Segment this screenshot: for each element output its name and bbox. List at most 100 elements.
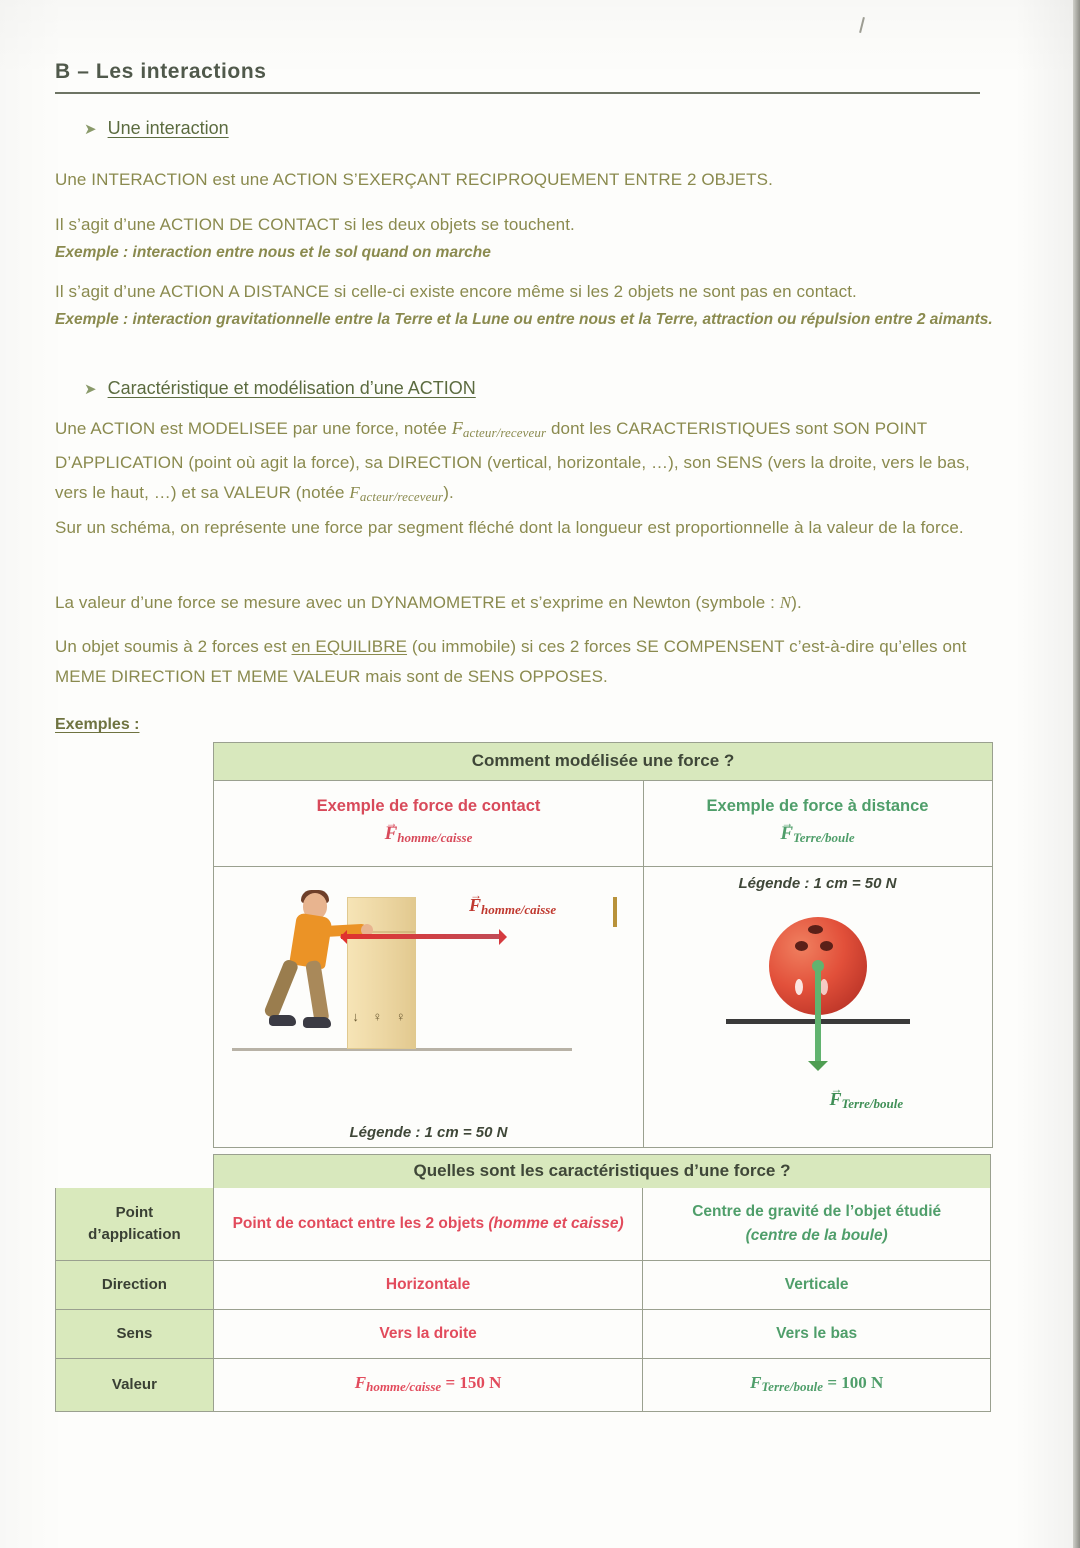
column-header-distance: Exemple de force à distance →FTerre/boul… — [644, 781, 991, 866]
row-label-sens: Sens — [56, 1310, 214, 1358]
force-vector-symbol: →F — [829, 1082, 843, 1109]
ground-line — [232, 1048, 572, 1051]
force-characteristics-table: Quelles sont les caractéristiques d’une … — [55, 1154, 991, 1412]
cell-left-sens: Vers la droite — [214, 1310, 644, 1358]
row-label-text: Sens — [116, 1325, 153, 1342]
cell-italic-note: (centre de la boule) — [745, 1227, 888, 1244]
force-value: = 150 N — [441, 1373, 502, 1392]
box-seam — [348, 931, 415, 933]
cardboard-box-icon: ↓ ♀ ♀ — [347, 897, 416, 1049]
bullet-label: Caractéristique et modélisation d’une AC… — [107, 378, 476, 398]
cell-left-direction: Horizontale — [214, 1261, 644, 1309]
arrow-head — [807, 1061, 828, 1081]
row-label-text: Point d’application — [88, 1204, 181, 1243]
arrow-shaft — [341, 934, 499, 939]
cell-text: Fhomme/caisse = 150 N — [355, 1371, 502, 1399]
force-subscript: Terre/boule — [841, 1096, 904, 1111]
arrow-label-fhomme-caisse: →Fhomme/caisse — [469, 888, 557, 918]
arrow-head — [499, 929, 515, 945]
force-vector-symbol: →F — [780, 816, 794, 844]
newton-symbol: N — [779, 593, 792, 612]
scale-tick-mark — [613, 897, 617, 927]
text-fragment: ). — [791, 593, 802, 612]
legend-right: Légende : 1 cm = 50 N — [738, 875, 897, 892]
page-right-edge-shadow — [1073, 0, 1080, 1548]
row-label-valeur: Valeur — [56, 1359, 214, 1411]
vector-arrow-icon: → — [385, 816, 398, 830]
table-header-bottom-wrap: Quelles sont les caractéristiques d’une … — [213, 1154, 991, 1188]
table-row: Direction Horizontale Verticale — [55, 1261, 991, 1310]
bullet-arrow-icon: ➤ — [84, 381, 97, 398]
row-label-text: Direction — [101, 1276, 167, 1293]
force-vector-symbol: →F — [469, 888, 482, 915]
legend-left: Légende : 1 cm = 50 N — [349, 1124, 508, 1141]
bullet-arrow-icon: ➤ — [84, 121, 97, 138]
cell-right-sens: Vers le bas — [776, 1325, 858, 1342]
row-label-text: Valeur — [111, 1376, 157, 1393]
bullet-label: Une interaction — [107, 118, 229, 138]
table-row: Point d’application Point de contact ent… — [55, 1188, 991, 1261]
cell-text: FTerre/boule = 100 N — [750, 1371, 883, 1399]
man-leg-front — [305, 959, 330, 1024]
column-header-contact-force: →Fhomme/caisse — [222, 816, 635, 846]
force-subscript: Terre/boule — [793, 830, 855, 845]
force-value: = 100 N — [823, 1373, 884, 1392]
man-hand — [361, 924, 373, 936]
text-fragment: ). — [443, 483, 454, 502]
table-header-comment-modelisee: Comment modélisée une force ? — [214, 743, 992, 781]
table-row: Sens Vers la droite Vers le bas — [55, 1310, 991, 1359]
scene-contact-force: ↓ ♀ ♀ — [214, 867, 643, 1089]
cell-text: Centre de gravité de l’objet étudié — [692, 1203, 942, 1220]
paragraph-action-contact: Il s’agit d’une ACTION DE CONTACT si les… — [55, 215, 575, 234]
illustration-man-pushing-box: ↓ ♀ ♀ — [214, 867, 644, 1147]
text-fragment: dont les CARACTERISTIQUES sont SON POINT… — [55, 419, 970, 502]
cell-left-point-application: Point de contact entre les 2 objets (hom… — [214, 1188, 644, 1260]
ball-hole-left — [794, 941, 808, 951]
paragraph-action-distance: Il s’agit d’une ACTION A DISTANCE si cel… — [55, 282, 857, 301]
cell-right-point-application: Centre de gravité de l’objet étudié (cen… — [643, 1188, 990, 1260]
table-header-quelles-caracteristiques: Quelles sont les caractéristiques d’une … — [213, 1154, 991, 1188]
example-action-distance: Exemple : interaction gravitationnelle e… — [55, 311, 993, 328]
ball-hole-top — [807, 925, 823, 934]
man-figure-icon — [263, 890, 373, 1051]
text-fragment: La valeur d’une force se mesure avec un … — [55, 593, 780, 612]
table-row: Valeur Fhomme/caisse = 150 N FTerre/boul… — [55, 1359, 991, 1412]
bullet-caracteristique-modelisation: ➤ Caractéristique et modélisation d’une … — [84, 378, 476, 399]
column-header-distance-force: →FTerre/boule — [652, 816, 983, 846]
example-action-contact: Exemple : interaction entre nous et le s… — [55, 244, 491, 261]
paragraph-dynamometre: La valeur d’une force se mesure avec un … — [55, 588, 985, 618]
paragraph-force-characteristics: Une ACTION est MODELISEE par une force, … — [55, 413, 1005, 512]
bullet-une-interaction: ➤ Une interaction — [84, 118, 229, 139]
force-subscript: homme/caisse — [397, 830, 473, 845]
force-subscript: homme/caisse — [481, 902, 557, 917]
cell-right-direction: Verticale — [784, 1276, 849, 1293]
force-arrow-down-icon — [807, 965, 828, 1071]
column-header-distance-title: Exemple de force à distance — [706, 797, 929, 815]
force-subscript: acteur/receveur — [462, 425, 547, 440]
underlined-equilibre: en EQUILIBRE — [291, 637, 408, 656]
examples-label: Exemples : — [55, 716, 140, 733]
force-subscript: homme/caisse — [366, 1379, 442, 1394]
vector-arrow-icon: → — [781, 816, 794, 830]
arrow-label-fterre-boule: →FTerre/boule — [829, 1082, 904, 1112]
force-symbol: F — [750, 1373, 762, 1392]
paragraph-interaction-definition: Une INTERACTION est une ACTION S’EXERÇAN… — [55, 170, 773, 189]
table-illustrations-row: ↓ ♀ ♀ — [214, 866, 992, 1147]
row-label-direction: Direction — [56, 1261, 214, 1309]
pencil-mark — [859, 16, 865, 34]
force-subscript: acteur/receveur — [359, 489, 444, 504]
force-symbol: F — [354, 1373, 367, 1392]
table-column-headers-row: Exemple de force de contact →Fhomme/cais… — [214, 781, 992, 866]
title-underline-rule — [55, 92, 980, 94]
force-model-table: Comment modélisée une force ? Exemple de… — [213, 742, 993, 1148]
force-arrow-right-icon — [333, 929, 513, 945]
cell-text: Point de contact entre les 2 objets (hom… — [232, 1215, 624, 1232]
row-label-point-application: Point d’application — [56, 1188, 214, 1260]
ball-hole-right — [819, 941, 833, 951]
man-leg-back — [263, 958, 300, 1020]
illustration-bowling-ball: Légende : 1 cm = 50 N →FTerre/ — [644, 867, 991, 1147]
text-fragment: Une ACTION est MODELISEE par une force, … — [55, 419, 452, 438]
paragraph-equilibre: Un objet soumis à 2 forces est en EQUILI… — [55, 632, 995, 692]
vector-arrow-icon: → — [470, 888, 482, 902]
